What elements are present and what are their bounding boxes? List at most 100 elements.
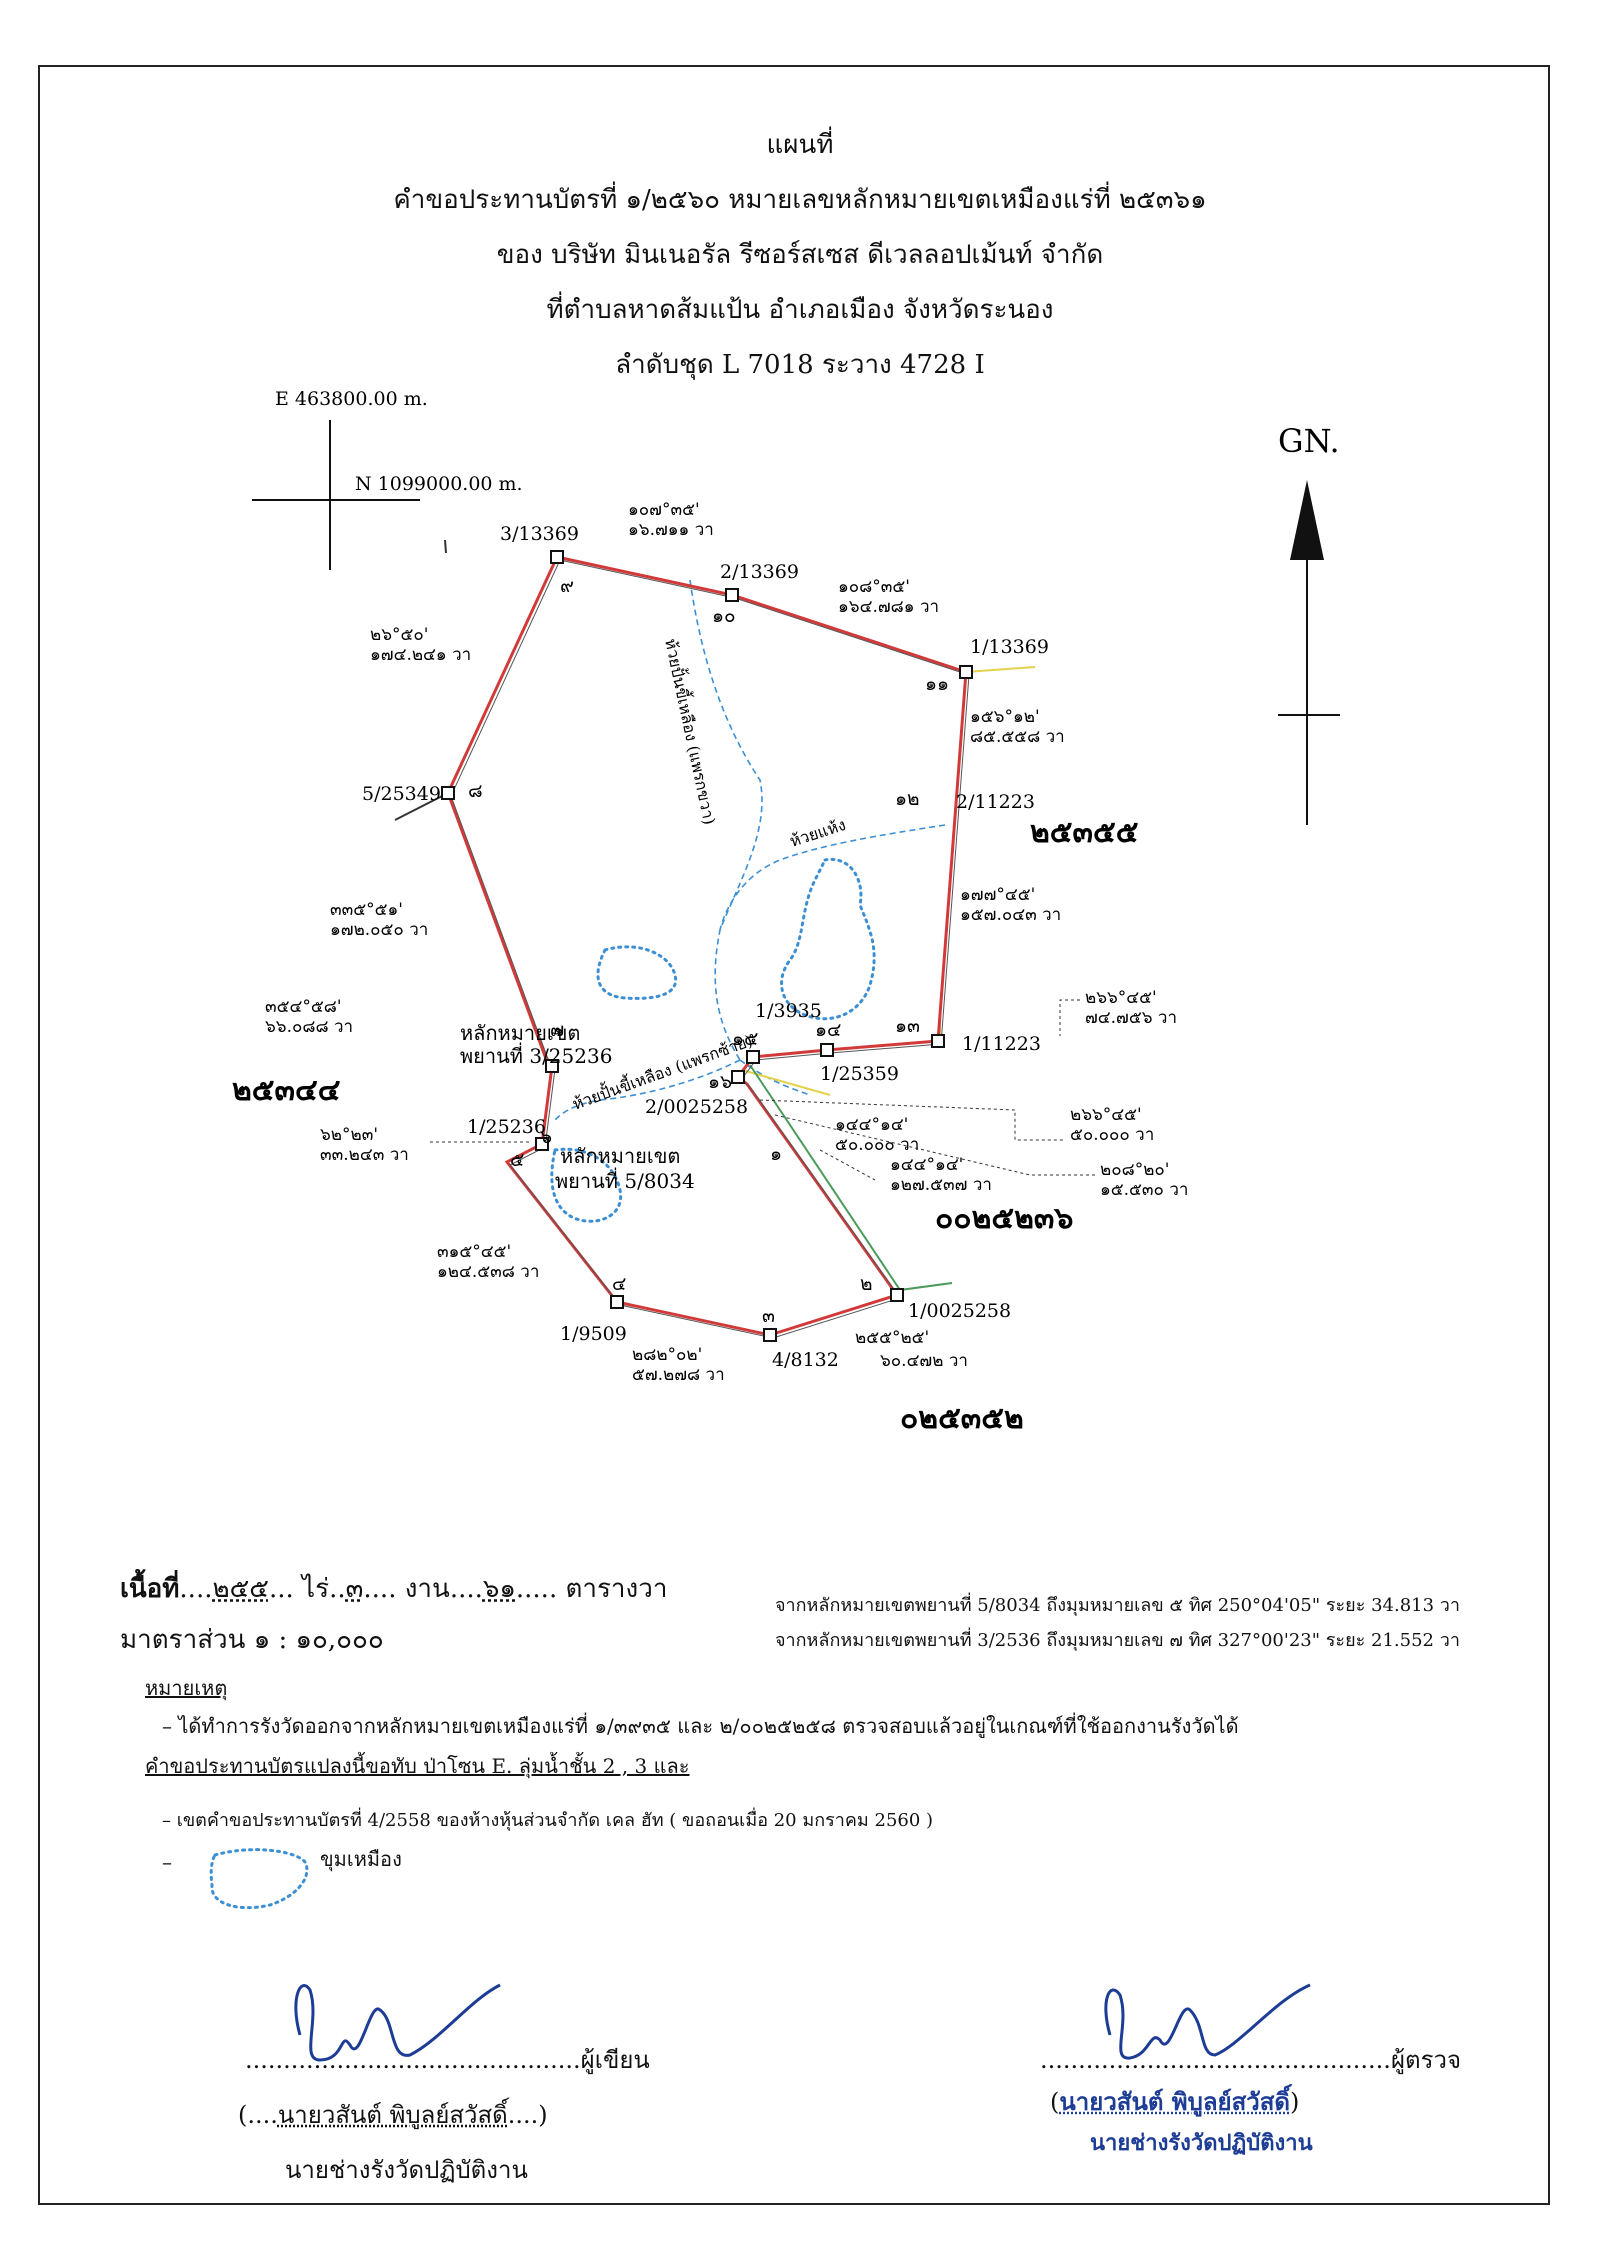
north-arrow-icon [1290, 480, 1324, 560]
bearing-angle-1-2: ๑๔๔°๑๔' [890, 1155, 963, 1175]
witness-marker-2-line-2: พยานที่ 5/8034 [555, 1167, 695, 1193]
bearing-dist-9-10: ๑๖.๗๑๑ วา [628, 520, 714, 540]
station-1-0025258: 1/0025258 [908, 1300, 1011, 1322]
bearing-dist-15-16: ๑๕.๕๓๐ วา [1100, 1180, 1188, 1200]
corner-8: ๘ [468, 780, 483, 802]
bearing-angle-15-16: ๒๐๘°๒๐' [1100, 1160, 1169, 1180]
witness-marker-2-line-1: หลักหมายเขต [560, 1144, 680, 1168]
station-1-25359: 1/25359 [820, 1063, 899, 1085]
signer-right-role: ผู้ตรวจ [1390, 2046, 1462, 2074]
station-3-13369: 3/13369 [500, 523, 579, 545]
leader-13-14 [1059, 999, 1080, 1036]
bearings: ๑๐๗°๓๕' ๑๖.๗๑๑ วา ๑๐๘°๓๕' ๑๖๔.๗๘๑ วา ๑๕๖… [265, 500, 1188, 1385]
signer-left-line: ........................................… [245, 2046, 650, 2074]
bearing-dist-11-12: ๘๕.๕๕๘ วา [970, 727, 1065, 747]
bearing-angle-7-8: ๓๓๕°๕๑' [330, 900, 403, 920]
corner-7: ๗ [550, 1019, 564, 1041]
marker-7 [545, 1059, 559, 1073]
station-1-3935: 1/3935 [755, 1000, 822, 1022]
area-ngan-unit: งาน [404, 1574, 450, 1604]
marker-8 [441, 786, 455, 800]
neighbor-025352: ๐๒๕๓๕๒ [900, 1401, 1024, 1436]
station-4-8132: 4/8132 [772, 1349, 839, 1371]
north-label: GN. [1278, 422, 1340, 460]
bearing-dist-10-11: ๑๖๔.๗๘๑ วา [838, 597, 939, 617]
corner-15: ๑๕ [732, 1028, 758, 1050]
notes-heading: หมายเหตุ [145, 1676, 228, 1700]
creeks [554, 579, 946, 1121]
area-wa: ๖๑ [482, 1574, 516, 1604]
bearing-angle-12-13: ๑๗๗°๔๕' [960, 885, 1035, 905]
neighbor-25355: ๒๕๓๕๕ [1030, 815, 1138, 850]
bearing-dist-1-2: ๑๒๗.๕๓๗ วา [890, 1175, 992, 1195]
station-1-9509: 1/9509 [560, 1323, 627, 1345]
signer-left-title: นายช่างรังวัดปฏิบัติงาน [285, 2156, 528, 2184]
corner-16: ๑๖ [708, 1071, 732, 1093]
bearing-dist-8-9: ๑๗๔.๒๔๑ วา [370, 645, 471, 665]
signer-right-name: (นายวสันต์ พิบูลย์สวัสดิ์) [1050, 2087, 1300, 2116]
scale-label: มาตราส่วน ๑ : ๑๐,๐๐๐ [120, 1625, 384, 1655]
signature-left [294, 1983, 501, 2062]
area-wa-unit: ตารางวา [565, 1574, 668, 1604]
corner-4: ๔ [612, 1273, 626, 1295]
creek-dry [719, 824, 946, 931]
corner-2: ๒ [860, 1273, 873, 1295]
header-line-1: คำขอประทานบัตรที่ ๑/๒๕๖๐ หมายเลขหลักหมาย… [393, 185, 1207, 215]
bearing-angle-8-9: ๒๖°๕๐' [370, 625, 428, 645]
header-line-4: ลำดับชุด L 7018 ระวาง 4728 I [615, 350, 985, 380]
neighbor-0025236: ๐๐๒๕๒๓๖ [935, 1201, 1073, 1236]
adjacent-yellow-1 [965, 666, 1036, 673]
corner-12: ๑๒ [895, 788, 920, 810]
area-line: เนื้อที่....๒๕๕... ไร่..๓.... งาน....๖๑.… [120, 1574, 668, 1604]
corner-11: ๑๑ [925, 673, 949, 695]
concession-boundary-shadow [450, 559, 970, 1339]
neighbor-25344: ๒๕๓๔๔ [232, 1073, 340, 1108]
marker-3 [763, 1328, 777, 1342]
easting-label: E 463800.00 m. [275, 388, 428, 410]
corner-9: ๙ [560, 575, 574, 597]
header-line-2: ของ บริษัท มินเนอรัล รีซอร์สเซส ดีเวลลอป… [496, 240, 1104, 270]
station-5-25349: 5/25349 [362, 783, 441, 805]
bearing-angle-2-3: ๒๕๕°๒๕' [855, 1328, 929, 1348]
station-1-25236: 1/25236 [467, 1116, 546, 1138]
witness-reference-2: จากหลักหมายเขตพยานที่ 3/2536 ถึงมุมหมายเ… [775, 1630, 1460, 1651]
creek-right-branch [689, 579, 763, 1061]
marker-14 [820, 1043, 834, 1057]
note-2: คำขอประทานบัตรแปลงนี้ขอทับ ป่าโซน E. ลุ่… [145, 1754, 690, 1778]
marker-4 [610, 1295, 624, 1309]
pit-1 [596, 945, 678, 1000]
area-ngan: ๓ [345, 1574, 364, 1604]
leader-1-2 [819, 1149, 876, 1181]
bearing-angle-14-15: ๒๖๖°๔๕' [1070, 1105, 1142, 1125]
witness-marker-1-line-1: หลักหมายเขต [460, 1021, 580, 1045]
corner-10: ๑๐ [712, 605, 736, 627]
note-4: ขุมเหมือง [320, 1847, 402, 1871]
adjacent-dark-1 [444, 539, 447, 554]
pit-2 [780, 857, 876, 1021]
adjacent-dark-2 [394, 792, 449, 821]
pit-3 [550, 1147, 623, 1223]
station-2-0025258: 2/0025258 [645, 1096, 748, 1118]
station-2-13369: 2/13369 [720, 561, 799, 583]
marker-11 [959, 665, 973, 679]
legend-pit-icon [209, 1848, 309, 1910]
bearing-dist-4-5: ๑๒๔.๕๓๘ วา [437, 1262, 539, 1282]
leader-lines [430, 999, 1095, 1181]
area-block: เนื้อที่....๒๕๕... ไร่..๓.... งาน....๖๑.… [120, 1568, 667, 1660]
bearing-angle-6-7: ๓๕๔°๕๘' [265, 997, 342, 1017]
corner-markers [441, 550, 973, 1342]
note-3: – เขตคำขอประทานบัตรที่ 4/2558 ของห้างหุ้… [162, 1810, 934, 1831]
bearing-angle-16-1: ๑๔๔°๑๔' [835, 1115, 908, 1135]
area-rai: ๒๕๕ [212, 1574, 269, 1604]
bearing-dist-13-14: ๗๔.๗๕๖ วา [1085, 1008, 1177, 1028]
corner-3: ๓ [762, 1305, 775, 1327]
mining-pits [550, 857, 876, 1223]
marker-16 [731, 1070, 745, 1084]
corner-5: ๕ [510, 1149, 524, 1171]
bearing-dist-12-13: ๑๕๗.๐๔๓ วา [960, 905, 1061, 925]
concession-boundary [446, 555, 968, 1337]
area-rai-unit: ไร่ [302, 1574, 330, 1604]
marker-10 [725, 588, 739, 602]
bearing-dist-3-4: ๕๗.๒๗๘ วา [632, 1365, 725, 1385]
